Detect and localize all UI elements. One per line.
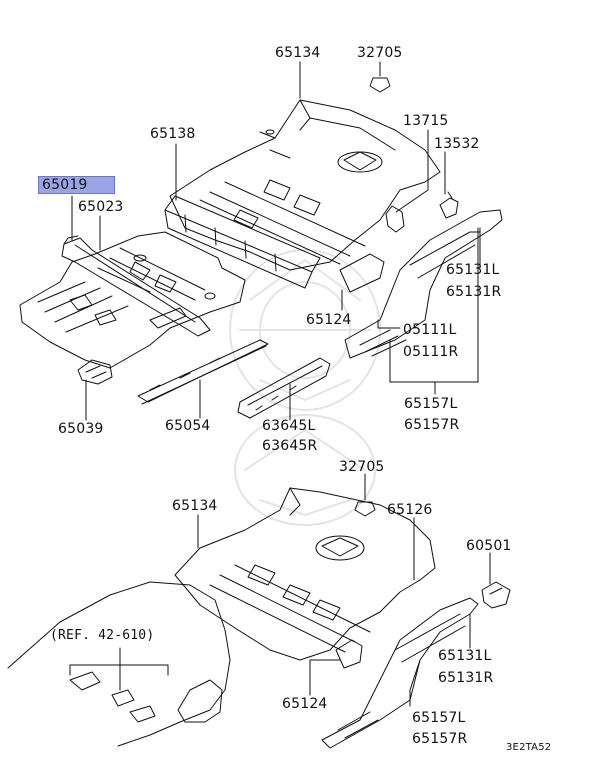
label-65054[interactable]: 65054	[165, 418, 211, 434]
watermark-emblem	[229, 249, 381, 526]
bracket-65039	[77, 359, 113, 385]
leader-lines	[69, 61, 491, 707]
label-32705-top[interactable]: 32705	[357, 45, 403, 61]
label-65131L-bottom[interactable]: 65131L	[438, 648, 492, 664]
label-13715[interactable]: 13715	[403, 113, 449, 129]
label-32705-bottom[interactable]: 32705	[339, 459, 385, 475]
label-65157L-top[interactable]: 65157L	[404, 396, 458, 412]
front-floor-pan	[19, 231, 246, 369]
bolt-32705-bottom	[354, 487, 376, 517]
side-sill-65054	[137, 339, 269, 405]
rear-side-member-top	[344, 209, 503, 359]
label-65124-top[interactable]: 65124	[306, 312, 352, 328]
label-05111L[interactable]: 05111L	[403, 322, 457, 338]
bracket-60501	[481, 581, 511, 609]
bracket-63645	[237, 357, 331, 419]
rear-side-member-bottom	[321, 597, 479, 749]
diagram-code: 3E2TA52	[506, 742, 552, 753]
label-65157L-bottom[interactable]: 65157L	[412, 710, 466, 726]
cross-member-65138	[164, 195, 321, 289]
label-65131L-top[interactable]: 65131L	[446, 262, 500, 278]
label-63645R[interactable]: 63645R	[262, 438, 318, 454]
label-65023[interactable]: 65023	[78, 199, 124, 215]
label-65039[interactable]: 65039	[58, 421, 104, 437]
label-63645L[interactable]: 63645L	[262, 418, 316, 434]
label-65131R-bottom[interactable]: 65131R	[438, 670, 494, 686]
label-60501[interactable]: 60501	[466, 538, 512, 554]
reference-note: (REF. 42-610)	[50, 628, 155, 643]
label-65124-bottom[interactable]: 65124	[282, 696, 328, 712]
label-65138[interactable]: 65138	[150, 126, 196, 142]
bolt-32705-top	[369, 65, 391, 93]
clip-13532	[439, 191, 459, 219]
rear-floor-pan-upper	[169, 99, 441, 271]
label-65131R-top[interactable]: 65131R	[446, 284, 502, 300]
bracket-65124-top	[339, 253, 385, 293]
bracket-65124-bottom	[335, 639, 363, 669]
label-13532[interactable]: 13532	[434, 136, 480, 152]
rear-floor-pan-lower	[174, 487, 436, 661]
label-65019-highlighted[interactable]: 65019	[38, 176, 115, 194]
label-05111R[interactable]: 05111R	[403, 344, 459, 360]
car-silhouette	[7, 581, 231, 747]
label-65134-top[interactable]: 65134	[275, 45, 321, 61]
label-65126[interactable]: 65126	[387, 502, 433, 518]
label-65157R-bottom[interactable]: 65157R	[412, 731, 468, 747]
label-65157R-top[interactable]: 65157R	[404, 417, 460, 433]
front-side-member	[61, 235, 211, 337]
label-65134-bottom[interactable]: 65134	[172, 498, 218, 514]
clip-13715	[385, 205, 405, 233]
